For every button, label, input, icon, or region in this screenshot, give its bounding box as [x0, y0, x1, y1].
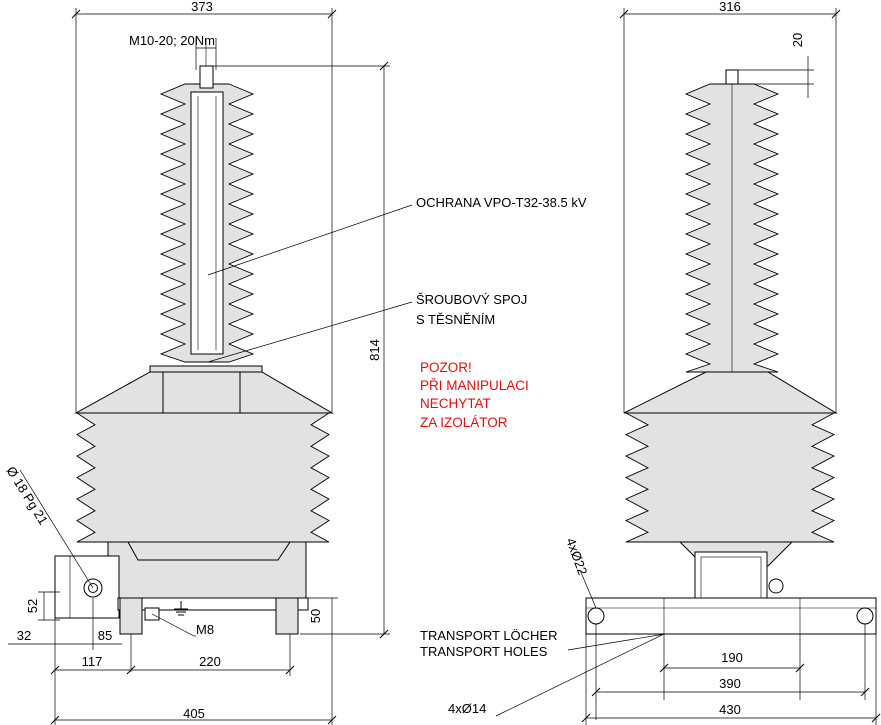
right-foot [275, 597, 299, 635]
joint-label-line2: S TĚSNĚNÍM [416, 312, 495, 327]
warning-line: ZA IZOLÁTOR [420, 415, 508, 430]
dim-85: 85 [98, 628, 112, 643]
dim-190: 190 [721, 650, 743, 665]
surge-arrester-body [190, 91, 224, 355]
dim-220: 220 [199, 654, 221, 669]
dim-814: 814 [367, 339, 382, 361]
warning-line: NECHYTAT [420, 396, 491, 411]
dim-430: 430 [719, 702, 741, 717]
transport-label-en: TRANSPORT HOLES [420, 644, 548, 659]
transport-hole-left [587, 607, 605, 625]
dim-52: 52 [25, 599, 40, 613]
transport-hole-right [856, 607, 874, 625]
side-base-plate [585, 597, 877, 635]
dim-20: 20 [790, 33, 805, 47]
dim-405: 405 [183, 706, 205, 721]
side-flange-cone [623, 371, 838, 414]
holes-14: 4xØ14 [448, 701, 486, 716]
left-foot [119, 597, 143, 635]
dim-390: 390 [719, 676, 741, 691]
front-view [54, 40, 334, 635]
dim-373: 373 [191, 0, 213, 14]
dimension-ticks [50, 9, 881, 725]
earth-bolt: M8 [196, 622, 214, 637]
gland-spec: Ø 18 Pg 21 [3, 464, 51, 528]
bolt-spec: M10-20; 20Nm [129, 33, 215, 48]
warning-line: POZOR! [420, 360, 472, 375]
dim-117: 117 [82, 654, 103, 669]
side-housing-sheds [624, 412, 836, 543]
front-base-plate [117, 597, 309, 611]
warning-line: PŘI MANIPULACI [420, 378, 529, 393]
dimension-lines [8, 8, 877, 725]
top-terminal-bolt [199, 65, 214, 89]
front-housing-sheds [75, 412, 331, 543]
transport-label-cz: TRANSPORT LÖCHER [420, 628, 558, 643]
protection-label: OCHRANA VPO-T32-38.5 kV [416, 195, 587, 210]
front-flange-cone [74, 371, 334, 414]
earth-symbol-icon [174, 601, 188, 616]
joint-label-line1: ŠROUBOVÝ SPOJ [416, 292, 527, 307]
side-view [585, 69, 877, 635]
holes-22: 4xØ22 [563, 536, 590, 577]
dim-32: 32 [17, 628, 31, 643]
dim-50: 50 [308, 609, 323, 623]
warning-note: POZOR! PŘI MANIPULACI NECHYTAT ZA IZOLÁTOR [420, 360, 529, 430]
dim-316: 316 [719, 0, 741, 14]
